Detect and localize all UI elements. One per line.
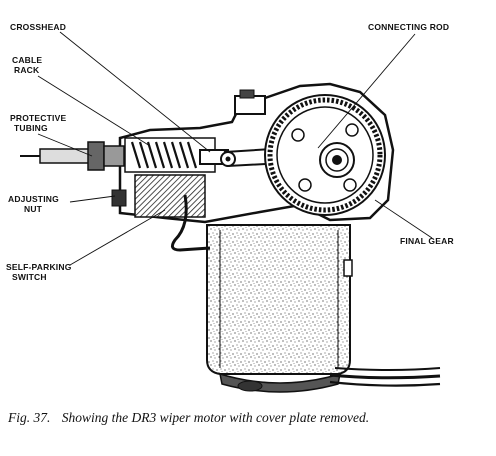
leader-lines [37, 31, 433, 266]
label-adjusting-nut-line2: NUT [24, 204, 43, 214]
label-cable-rack-line1: CABLE [12, 55, 43, 65]
label-final-gear: FINAL GEAR [400, 236, 454, 246]
figure-number: Fig. 37. [8, 410, 51, 425]
figure-caption: Fig. 37. Showing the DR3 wiper motor wit… [8, 410, 488, 426]
label-self-parking-switch-line1: SELF-PARKING [6, 262, 72, 272]
label-protective-tubing-line1: PROTECTIVE [10, 113, 67, 123]
label-cable-rack-line2: RACK [14, 65, 40, 75]
caption-text: Showing the DR3 wiper motor with cover p… [61, 410, 370, 425]
motor-body [206, 224, 353, 375]
switch-compartment [111, 174, 211, 252]
final-gear [264, 94, 386, 216]
label-connecting-rod: CONNECTING ROD [368, 22, 450, 32]
label-self-parking-switch-line2: SWITCH [12, 272, 47, 282]
label-protective-tubing-line2: TUBING [14, 123, 48, 133]
label-adjusting-nut-line1: ADJUSTING [8, 194, 59, 204]
label-crosshead: CROSSHEAD [10, 22, 67, 32]
protective-tubing [20, 141, 125, 171]
motor-end-cap [219, 367, 441, 393]
